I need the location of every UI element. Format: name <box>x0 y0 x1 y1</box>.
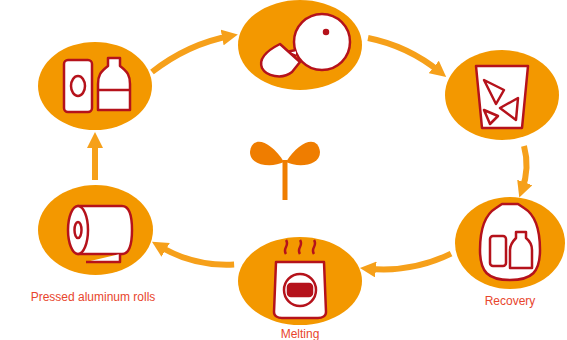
cycle-arrow <box>522 146 527 190</box>
cycle-arrow <box>92 140 98 180</box>
melting-pot-icon <box>274 240 326 318</box>
node-label: Melting <box>218 327 382 340</box>
ellipse-fill <box>38 185 153 275</box>
recovery-node: Recovery <box>455 197 565 289</box>
bottle-icon <box>98 58 130 110</box>
cycle-arrow <box>152 36 230 72</box>
drinker-ellipse <box>238 0 362 90</box>
bin-icon <box>476 66 528 128</box>
bag-icon <box>480 204 540 280</box>
node-label: Recovery <box>430 294 567 308</box>
node-ellipse <box>38 185 153 275</box>
sprout-symbol <box>250 142 320 200</box>
can-icon <box>64 60 92 112</box>
node-ellipse <box>238 237 362 325</box>
ellipse-fill <box>455 197 565 289</box>
melting-node: Melting <box>238 237 362 325</box>
ellipse-fill <box>238 237 362 325</box>
node-label: Pressed aluminum rolls <box>13 290 173 304</box>
bin-ellipse <box>445 50 559 140</box>
node-ellipse <box>455 197 565 289</box>
rolls-node: Pressed aluminum rolls <box>38 185 153 275</box>
cycle-arrow <box>368 38 440 72</box>
aluminum-roll-icon <box>68 206 132 262</box>
flow-arrow <box>159 246 234 265</box>
flow-arrow <box>368 254 451 270</box>
drinker-icon <box>261 14 350 76</box>
cans-ellipse <box>38 42 152 130</box>
